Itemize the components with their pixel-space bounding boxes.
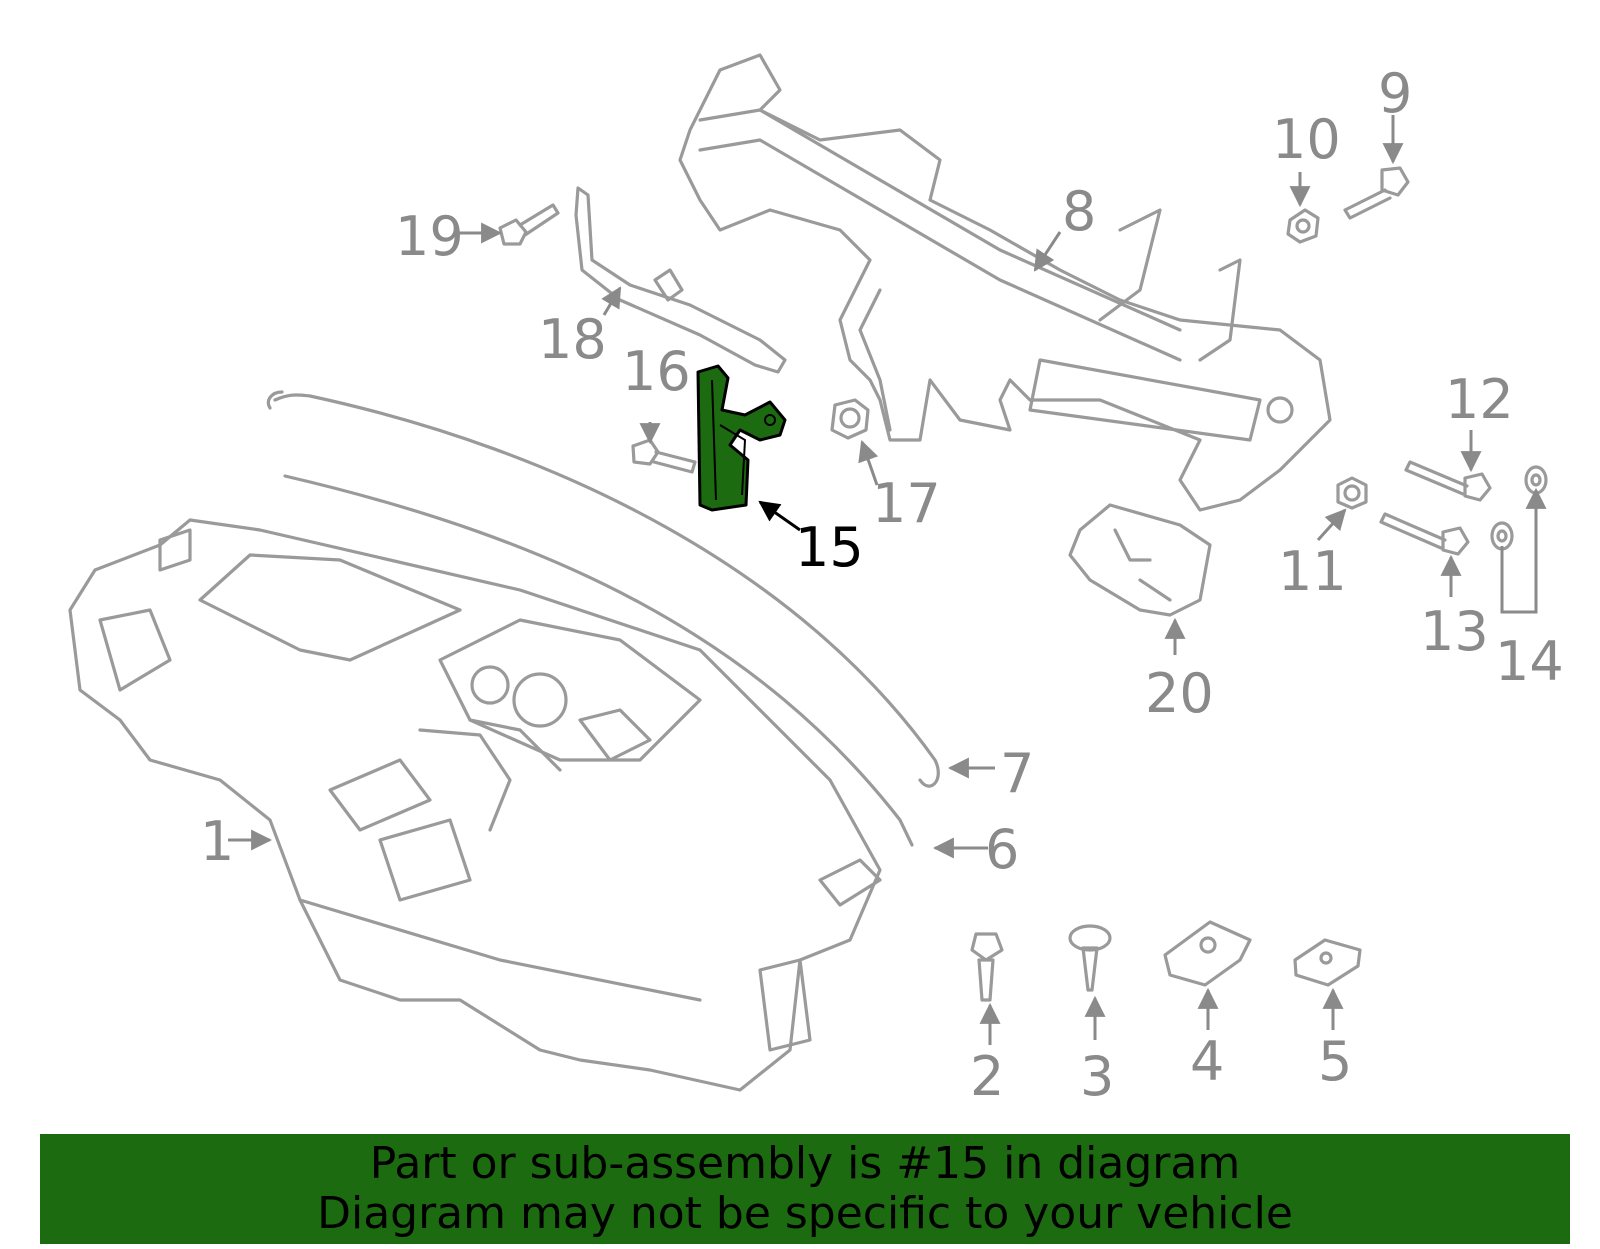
info-banner: Part or sub-assembly is #15 in diagram D… <box>40 1134 1570 1244</box>
bolt-part-16 <box>631 438 697 474</box>
seal-strip-part-6 <box>283 474 914 847</box>
bolt-part-2 <box>970 932 1004 1002</box>
callout-9: 9 <box>1378 62 1412 125</box>
callout-1: 1 <box>200 810 234 873</box>
callout-16: 16 <box>622 340 691 403</box>
bolt-part-13 <box>1379 512 1470 556</box>
bolt-part-19 <box>498 203 560 246</box>
banner-line-1: Part or sub-assembly is #15 in diagram <box>369 1138 1241 1189</box>
callout-8: 8 <box>1062 180 1096 243</box>
callout-10: 10 <box>1272 108 1341 171</box>
module-part-20 <box>1068 503 1212 617</box>
callout-3: 3 <box>1080 1045 1114 1108</box>
callout-19: 19 <box>395 205 464 268</box>
callout-17: 17 <box>872 472 941 535</box>
clip-part-10 <box>1286 208 1320 244</box>
seal-strip-part-7 <box>266 390 940 788</box>
callout-12: 12 <box>1445 368 1514 431</box>
callout-20: 20 <box>1145 662 1214 725</box>
nut-part-11 <box>1336 476 1368 510</box>
callout-2: 2 <box>970 1045 1004 1108</box>
callout-6: 6 <box>985 818 1019 881</box>
clip-part-4 <box>1163 920 1252 987</box>
nut-part-17 <box>830 398 870 440</box>
parts-diagram: 1 2 3 4 5 6 7 8 9 10 11 12 13 14 15 16 1… <box>68 53 1564 1108</box>
dashboard-panel-part-1 <box>68 518 882 1092</box>
callout-5: 5 <box>1318 1030 1352 1093</box>
cross-car-beam-part-8 <box>678 53 1332 512</box>
clip-part-5 <box>1293 938 1362 987</box>
bolt-part-12 <box>1404 460 1492 502</box>
callout-15: 15 <box>795 516 864 579</box>
callout-4: 4 <box>1190 1030 1224 1093</box>
washers-part-14 <box>1490 465 1548 551</box>
callout-18: 18 <box>538 308 607 371</box>
screw-part-3 <box>1068 924 1112 992</box>
leader-lines <box>228 115 1547 1045</box>
bracket-part-18 <box>574 186 787 374</box>
bolt-part-9 <box>1343 166 1410 220</box>
callout-11: 11 <box>1278 540 1347 603</box>
callout-13: 13 <box>1420 600 1489 663</box>
callout-7: 7 <box>1000 742 1034 805</box>
banner-line-2: Diagram may not be specific to your vehi… <box>317 1188 1293 1239</box>
bracket-part-15-highlighted <box>696 364 787 512</box>
callout-14: 14 <box>1495 630 1564 693</box>
